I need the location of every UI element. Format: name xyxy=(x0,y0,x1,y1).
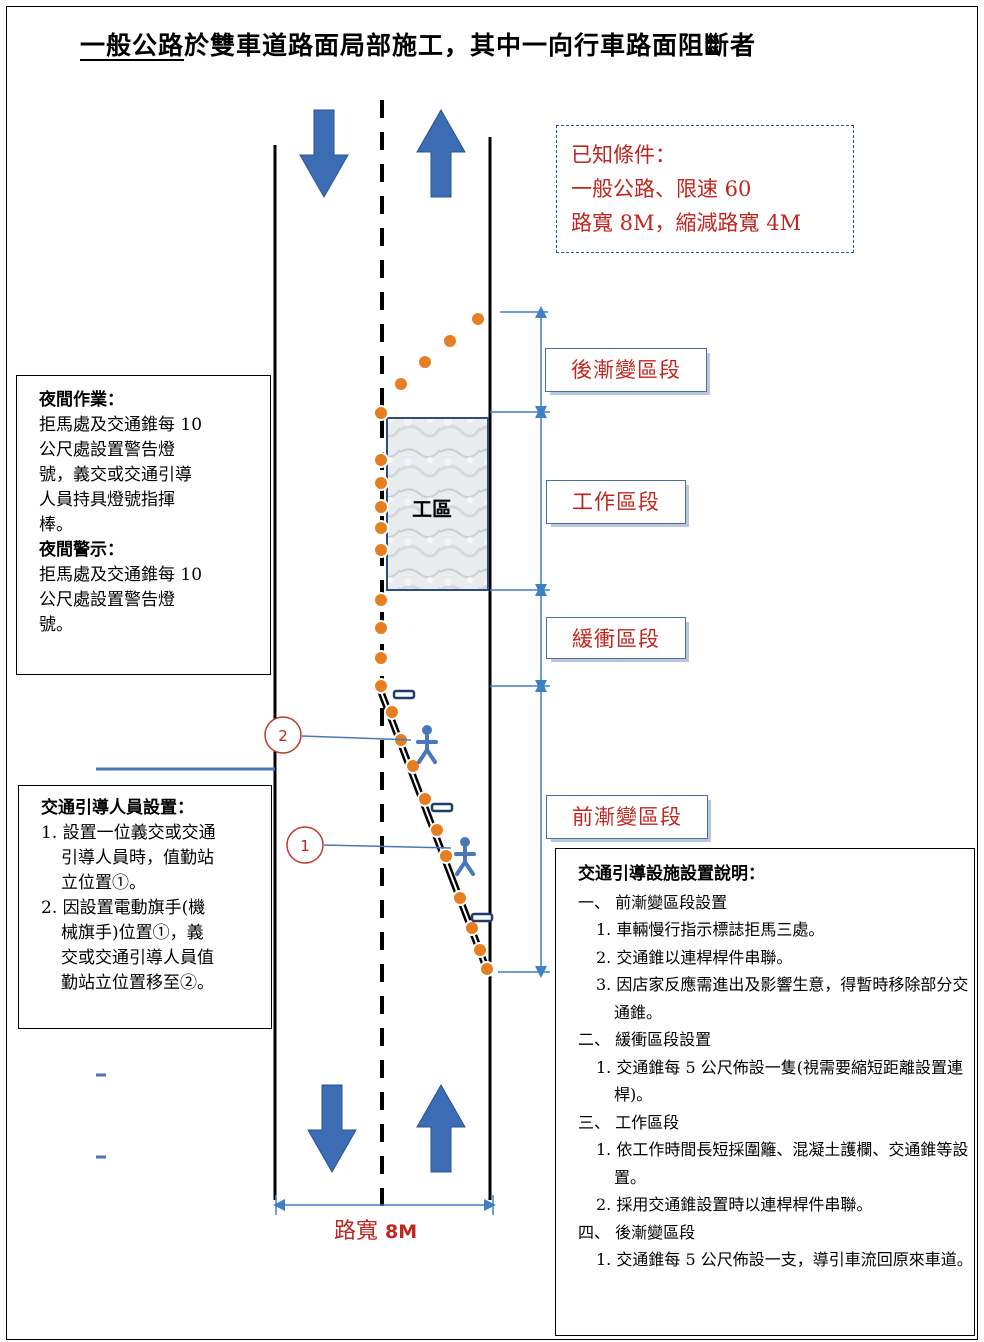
night-operations-box: 夜間作業： 拒馬處及交通錐每 10 公尺處設置警告燈 號，義交或交通引導 人員持… xyxy=(16,375,271,675)
marker-2-leader xyxy=(301,735,412,741)
night-work-line: 公尺處設置警告燈 xyxy=(39,440,175,460)
cone-icon xyxy=(384,704,400,720)
known-conditions-heading: 已知條件： xyxy=(571,143,676,167)
guide-line: 交或交通引導人員值 xyxy=(61,948,214,968)
traffic-guide-personnel-box: 交通引導人員設置： 1. 設置一位義交或交通 引導人員時，值勤站 立位置①。 2… xyxy=(18,785,272,1029)
facility-line: 1. 交通錐每 5 公尺佈設一隻(視需要縮短距離設置連桿)。 xyxy=(596,1057,963,1105)
facility-line: 1. 車輛慢行指示標誌拒馬三處。 xyxy=(596,920,825,939)
cone-icon xyxy=(405,758,421,774)
facility-line: 2. 採用交通錐設置時以連桿桿件串聯。 xyxy=(596,1195,873,1214)
night-warning-line: 公尺處設置警告燈 xyxy=(39,590,175,610)
up-arrow-icon-bottom xyxy=(416,1083,466,1173)
cone-icon xyxy=(438,848,454,864)
cone-icon xyxy=(373,620,389,636)
guide-line: 勤站立位置移至②。 xyxy=(61,973,214,993)
cone-icon xyxy=(373,499,389,515)
title-underlined: 一般公路 xyxy=(80,31,185,60)
cone-icon xyxy=(373,520,389,536)
night-work-line: 人員持具燈號指揮 xyxy=(39,490,175,510)
cone-icon xyxy=(373,475,389,491)
facility-heading: 交通引導設施設置說明： xyxy=(578,864,765,884)
traffic-facility-description-box: 交通引導設施設置說明： 一、 前漸變區段設置 1. 車輛慢行指示標誌拒馬三處。 … xyxy=(555,848,975,1336)
diagram-frame xyxy=(6,6,978,1340)
known-conditions-box: 已知條件： 一般公路、限速 60 路寬 8M，縮減路寬 4M xyxy=(556,125,854,253)
cone-icon xyxy=(373,542,389,558)
night-work-line: 棒。 xyxy=(39,515,73,535)
guide-heading: 交通引導人員設置： xyxy=(41,798,194,818)
guide-line: 立位置①。 xyxy=(61,873,146,893)
night-warning-line: 拒馬處及交通錐每 10 xyxy=(39,565,203,585)
zone-dimension-lines xyxy=(490,306,550,978)
down-arrow-icon-top xyxy=(299,109,349,199)
cone-icon xyxy=(470,311,486,327)
facility-line: 3. 因店家反應需進出及影響生意，得暫時移除部分交通錐。 xyxy=(596,975,969,1022)
zone-post-taper: 後漸變區段 xyxy=(545,348,710,395)
work-area xyxy=(386,417,489,591)
cone-icon xyxy=(393,376,409,392)
guide-line: 械旗手)位置①，義 xyxy=(61,923,204,943)
up-arrow-icon-top xyxy=(416,108,466,198)
facility-line: 四、 後漸變區段 xyxy=(578,1222,696,1242)
cone-icon xyxy=(373,405,389,421)
facility-line: 1. 交通錐每 5 公尺佈設一支，導引車流回原來車道。 xyxy=(596,1250,973,1269)
marker-2-label: 2 xyxy=(278,727,288,745)
flagger-person-icon xyxy=(454,837,476,876)
road-width-value: 8M xyxy=(385,1221,418,1243)
traffic-cones xyxy=(373,311,495,977)
known-conditions-line2: 路寬 8M，縮減路寬 4M xyxy=(571,211,802,235)
barricade-icon xyxy=(392,689,416,700)
zone-pre-taper: 前漸變區段 xyxy=(546,795,711,842)
marker-1-label: 1 xyxy=(300,837,310,855)
cone-icon xyxy=(373,678,389,694)
cone-icon xyxy=(442,333,458,349)
guide-line: 2. 因設置電動旗手(機 xyxy=(41,898,206,918)
guide-line: 引導人員時，值勤站 xyxy=(61,848,214,868)
diagram-title: 一般公路於雙車道路面局部施工，其中一向行車路面阻斷者 xyxy=(80,26,756,62)
night-work-heading: 夜間作業： xyxy=(39,390,124,410)
cone-icon xyxy=(472,942,488,958)
marker-2-circle xyxy=(264,716,302,754)
barricade-icon xyxy=(470,912,494,923)
cone-icon xyxy=(417,354,433,370)
night-work-line: 拒馬處及交通錐每 10 xyxy=(39,415,203,435)
facility-line: 一、 前漸變區段設置 xyxy=(578,892,728,912)
guide-line: 1. 設置一位義交或交通 xyxy=(41,823,216,843)
cone-icon xyxy=(429,822,445,838)
cone-icon xyxy=(479,961,495,977)
night-work-line: 號，義交或交通引導 xyxy=(39,465,192,485)
zone-work: 工作區段 xyxy=(546,480,689,527)
work-area-label: 工區 xyxy=(412,497,452,521)
night-warning-line: 號。 xyxy=(39,615,73,635)
barricade-icon xyxy=(430,802,454,813)
marker-1-leader xyxy=(323,844,452,849)
cone-icon xyxy=(373,452,389,468)
facility-line: 1. 依工作時間長短採圍籬、混凝土護欄、交通錐等設置。 xyxy=(596,1140,969,1187)
cone-icon xyxy=(373,592,389,608)
known-conditions-line1: 一般公路、限速 60 xyxy=(571,177,752,201)
title-rest: 於雙車道路面局部施工，其中一向行車路面阻斷者 xyxy=(184,31,757,60)
cone-icon xyxy=(452,890,468,906)
facility-line: 二、 緩衝區段設置 xyxy=(578,1030,712,1049)
down-arrow-icon-bottom xyxy=(307,1084,357,1174)
facility-line: 2. 交通錐以連桿桿件串聯。 xyxy=(596,947,793,967)
zone-buffer: 緩衝區段 xyxy=(546,617,689,662)
road-width-label: 路寬 8M xyxy=(334,1213,417,1245)
cone-icon xyxy=(373,650,389,666)
marker-1-circle xyxy=(286,826,324,864)
cone-icon xyxy=(464,920,480,936)
cone-icon xyxy=(417,791,433,807)
facility-line: 三、 工作區段 xyxy=(578,1112,680,1132)
night-warning-heading: 夜間警示： xyxy=(39,540,124,560)
flagger-person-icon xyxy=(416,725,438,764)
road-width-text: 路寬 xyxy=(334,1219,379,1244)
